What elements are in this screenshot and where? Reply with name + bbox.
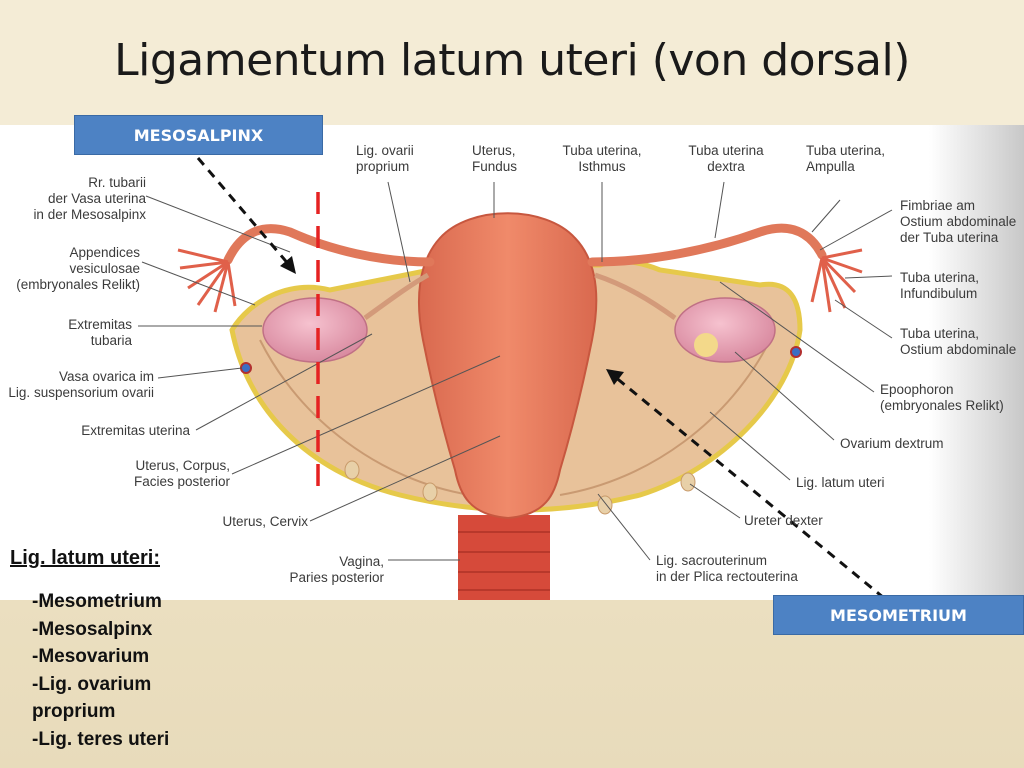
label-fimbriae: Fimbriae am Ostium abdominale der Tuba u… — [900, 198, 1017, 245]
leader-lines-left — [138, 195, 501, 561]
label-tuba-dextra: Tuba uterina dextra — [688, 143, 764, 174]
legend-item: -Lig. teres uteri — [32, 728, 170, 750]
label-tuba-isthmus: Tuba uterina, Isthmus — [562, 143, 642, 174]
leader-lines-top — [387, 181, 841, 283]
legend-item: -Mesovarium — [32, 646, 150, 667]
mesometrium-callout: MESOMETRIUM — [773, 595, 1024, 635]
label-tuba-ostium: Tuba uterina, Ostium abdominale — [900, 326, 1017, 357]
mesosalpinx-callout: MESOSALPINX — [74, 115, 323, 155]
figure-edge-shade — [929, 125, 1024, 600]
legend-list: -Mesometrium -Mesosalpinx -Mesovarium -L… — [32, 588, 169, 753]
ureter-right — [680, 472, 696, 492]
label-ovarium-dextrum: Ovarium dextrum — [840, 436, 944, 451]
label-lig-sacrouterinum: Lig. sacrouterinum in der Plica rectoute… — [656, 553, 798, 584]
label-uterus-corpus: Uterus, Corpus, Facies posterior — [133, 458, 230, 489]
leader-lines-right — [597, 209, 893, 561]
mesometrium-arrowhead — [606, 369, 624, 385]
label-tuba-ampulla: Tuba uterina, Ampulla — [806, 143, 886, 174]
plica-rectouterina-right — [597, 495, 613, 515]
legend-title: Lig. latum uteri: — [10, 547, 160, 569]
label-epoophoron: Epoophoron (embryonales Relikt) — [880, 382, 1004, 413]
lig-ovarii-proprium-left — [363, 272, 430, 321]
plica-rectouterina-left — [422, 482, 438, 502]
vagina — [458, 515, 550, 600]
mesosalpinx-arrow — [196, 157, 292, 267]
tuba-uterina-left — [223, 224, 435, 267]
slide-title: Ligamentum latum uteri (von dorsal) — [114, 35, 910, 86]
label-lig-ovarii: Lig. ovarii proprium — [356, 143, 414, 174]
ovarium-sinistrum — [262, 297, 368, 363]
vasa-ovarica-left — [240, 362, 252, 374]
fimbriae-right — [810, 248, 863, 313]
legend-item: -Mesometrium — [32, 591, 162, 612]
legend-item: -Mesosalpinx — [32, 618, 153, 640]
label-uterus-cervix: Uterus, Cervix — [222, 514, 308, 529]
corpus-luteum — [694, 333, 718, 357]
tuba-uterina-right — [587, 223, 827, 267]
ovarium-dextrum — [674, 297, 776, 363]
label-uterus-fundus: Uterus, Fundus — [472, 143, 518, 174]
label-vasa-ovarica: Vasa ovarica im Lig. suspensorium ovarii — [8, 369, 154, 400]
label-lig-latum: Lig. latum uteri — [796, 475, 885, 490]
vagina-rugae — [458, 531, 550, 591]
mesosalpinx-arrowhead — [280, 256, 296, 274]
label-ureter-dexter: Ureter dexter — [744, 513, 823, 528]
lig-ovarii-proprium-right — [594, 272, 677, 321]
mesometrium-arrow — [613, 374, 885, 600]
label-extremitas-uterina: Extremitas uterina — [81, 423, 190, 438]
label-extremitas-tubaria: Extremitas tubaria — [68, 317, 132, 348]
label-vagina: Vagina, Paries posterior — [289, 554, 384, 585]
label-tuba-infundibulum: Tuba uterina, Infundibulum — [900, 270, 980, 301]
fimbriae-left — [177, 248, 237, 313]
vasa-ovarica-right — [790, 346, 802, 358]
label-appendices: Appendices vesiculosae (embryonales Reli… — [16, 245, 140, 292]
legend-item: -Lig. ovarium proprium — [32, 673, 152, 723]
ureter-left — [344, 460, 360, 480]
uterus-body — [418, 212, 598, 520]
label-rr-tubarii: Rr. tubarii der Vasa uterina in der Meso… — [33, 175, 146, 222]
